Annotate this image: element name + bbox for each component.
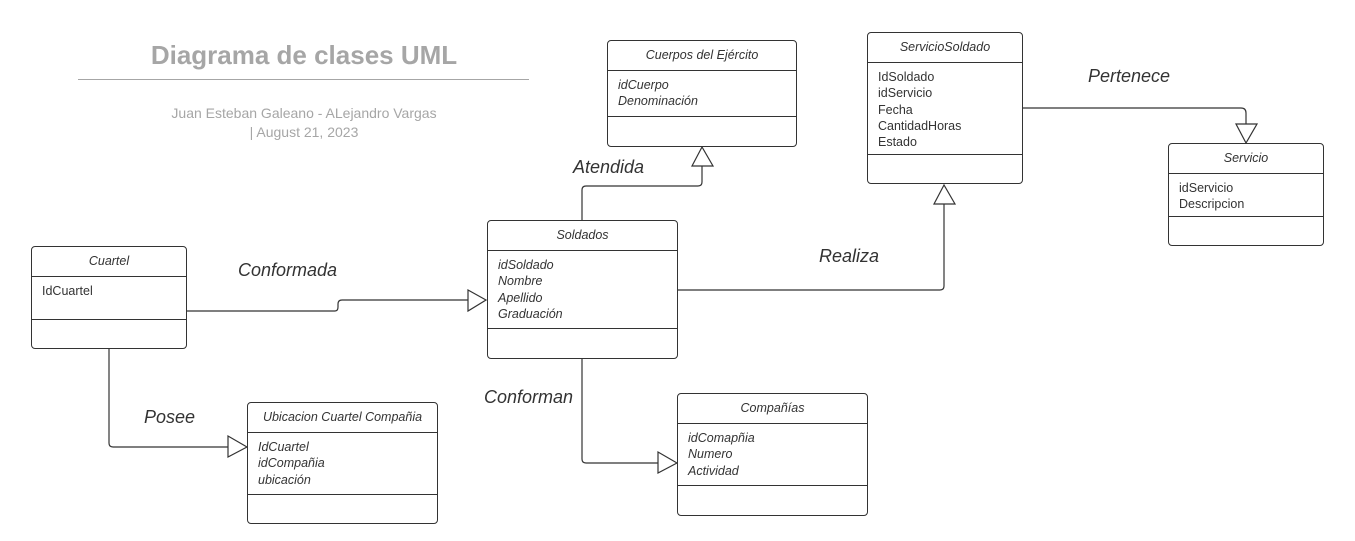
label-posee: Posee	[144, 407, 196, 427]
class-servicio-soldado[interactable]: ServicioSoldado IdSoldado idServicio Fec…	[867, 32, 1023, 184]
arrowhead-atendida	[691, 145, 715, 167]
title-divider	[78, 79, 529, 80]
edge-conforman	[581, 359, 658, 464]
attribute: idSoldado	[498, 258, 554, 272]
attribute: IdCuartel	[42, 284, 93, 298]
attribute: Denominación	[618, 94, 698, 109]
class-name: Cuartel	[32, 247, 186, 277]
label-pertenece: Pertenece	[1088, 66, 1171, 86]
attribute: Graduación	[498, 306, 563, 321]
class-attributes: idCuerpo Denominación	[608, 71, 796, 117]
attribute: idComapñia	[688, 431, 755, 445]
attribute: idServicio	[878, 86, 933, 101]
class-attributes: idComapñia Numero Actividad	[678, 424, 867, 486]
label-conforman: Conforman	[484, 387, 574, 407]
attribute: idCuerpo	[618, 78, 669, 92]
class-companias[interactable]: Compañías idComapñia Numero Actividad	[677, 393, 868, 516]
class-attributes: idSoldado Nombre Apellido Graduación	[488, 251, 677, 329]
attribute: ubicación	[258, 472, 311, 487]
arrowhead-realiza	[933, 183, 957, 205]
arrowhead-conforman	[657, 450, 679, 474]
arrowhead-posee	[227, 434, 249, 458]
attribute: Estado	[878, 135, 917, 150]
class-servicio[interactable]: Servicio idServicio Descripcion	[1168, 143, 1324, 246]
attribute: Apellido	[498, 290, 543, 305]
class-attributes: IdCuartel idCompañia ubicación	[248, 433, 437, 495]
attribute: IdSoldado	[878, 70, 935, 84]
class-soldados[interactable]: Soldados idSoldado Nombre Apellido Gradu…	[487, 220, 678, 359]
label-realiza: Realiza	[819, 246, 880, 266]
class-name: Cuerpos del Ejército	[608, 41, 796, 71]
attribute: CantidadHoras	[878, 118, 962, 133]
arrowhead-conformada	[467, 288, 488, 313]
edge-posee	[108, 349, 228, 448]
date-text: | August 21, 2023	[249, 124, 359, 140]
class-cuerpos-del-ejercito[interactable]: Cuerpos del Ejército idCuerpo Denominaci…	[607, 40, 797, 147]
label-atendida: Atendida	[573, 157, 645, 177]
edge-atendida	[581, 166, 703, 220]
class-cuartel[interactable]: Cuartel IdCuartel	[31, 246, 187, 349]
diagram-title: Diagrama de clases UML	[150, 40, 458, 70]
attribute: IdCuartel	[258, 440, 309, 454]
edge-pertenece	[1023, 107, 1247, 124]
class-name: Servicio	[1169, 144, 1323, 174]
arrowhead-pertenece	[1235, 123, 1259, 145]
attribute: Fecha	[878, 102, 913, 117]
attribute: idCompañia	[258, 456, 325, 471]
class-name: Soldados	[488, 221, 677, 251]
edge-realiza	[678, 204, 945, 291]
attribute: Actividad	[688, 463, 739, 478]
edge-conformada	[187, 299, 468, 312]
class-ubicacion-cuartel-compania[interactable]: Ubicacion Cuartel Compañia IdCuartel idC…	[247, 402, 438, 524]
class-name: ServicioSoldado	[868, 33, 1022, 63]
attribute: Numero	[688, 447, 733, 462]
class-name: Compañías	[678, 394, 867, 424]
attribute: Descripcion	[1179, 197, 1245, 212]
class-attributes: idServicio Descripcion	[1169, 174, 1323, 217]
authors-text: Juan Esteban Galeano - ALejandro Vargas	[171, 105, 437, 121]
diagram-subtitle: Juan Esteban Galeano - ALejandro Vargas …	[78, 104, 530, 142]
class-attributes: IdCuartel	[32, 277, 186, 320]
label-conformada: Conformada	[238, 260, 338, 280]
attribute: Nombre	[498, 274, 543, 289]
attribute: idServicio	[1179, 181, 1234, 195]
class-name: Ubicacion Cuartel Compañia	[248, 403, 437, 433]
class-attributes: IdSoldado idServicio Fecha CantidadHoras…	[868, 63, 1022, 155]
